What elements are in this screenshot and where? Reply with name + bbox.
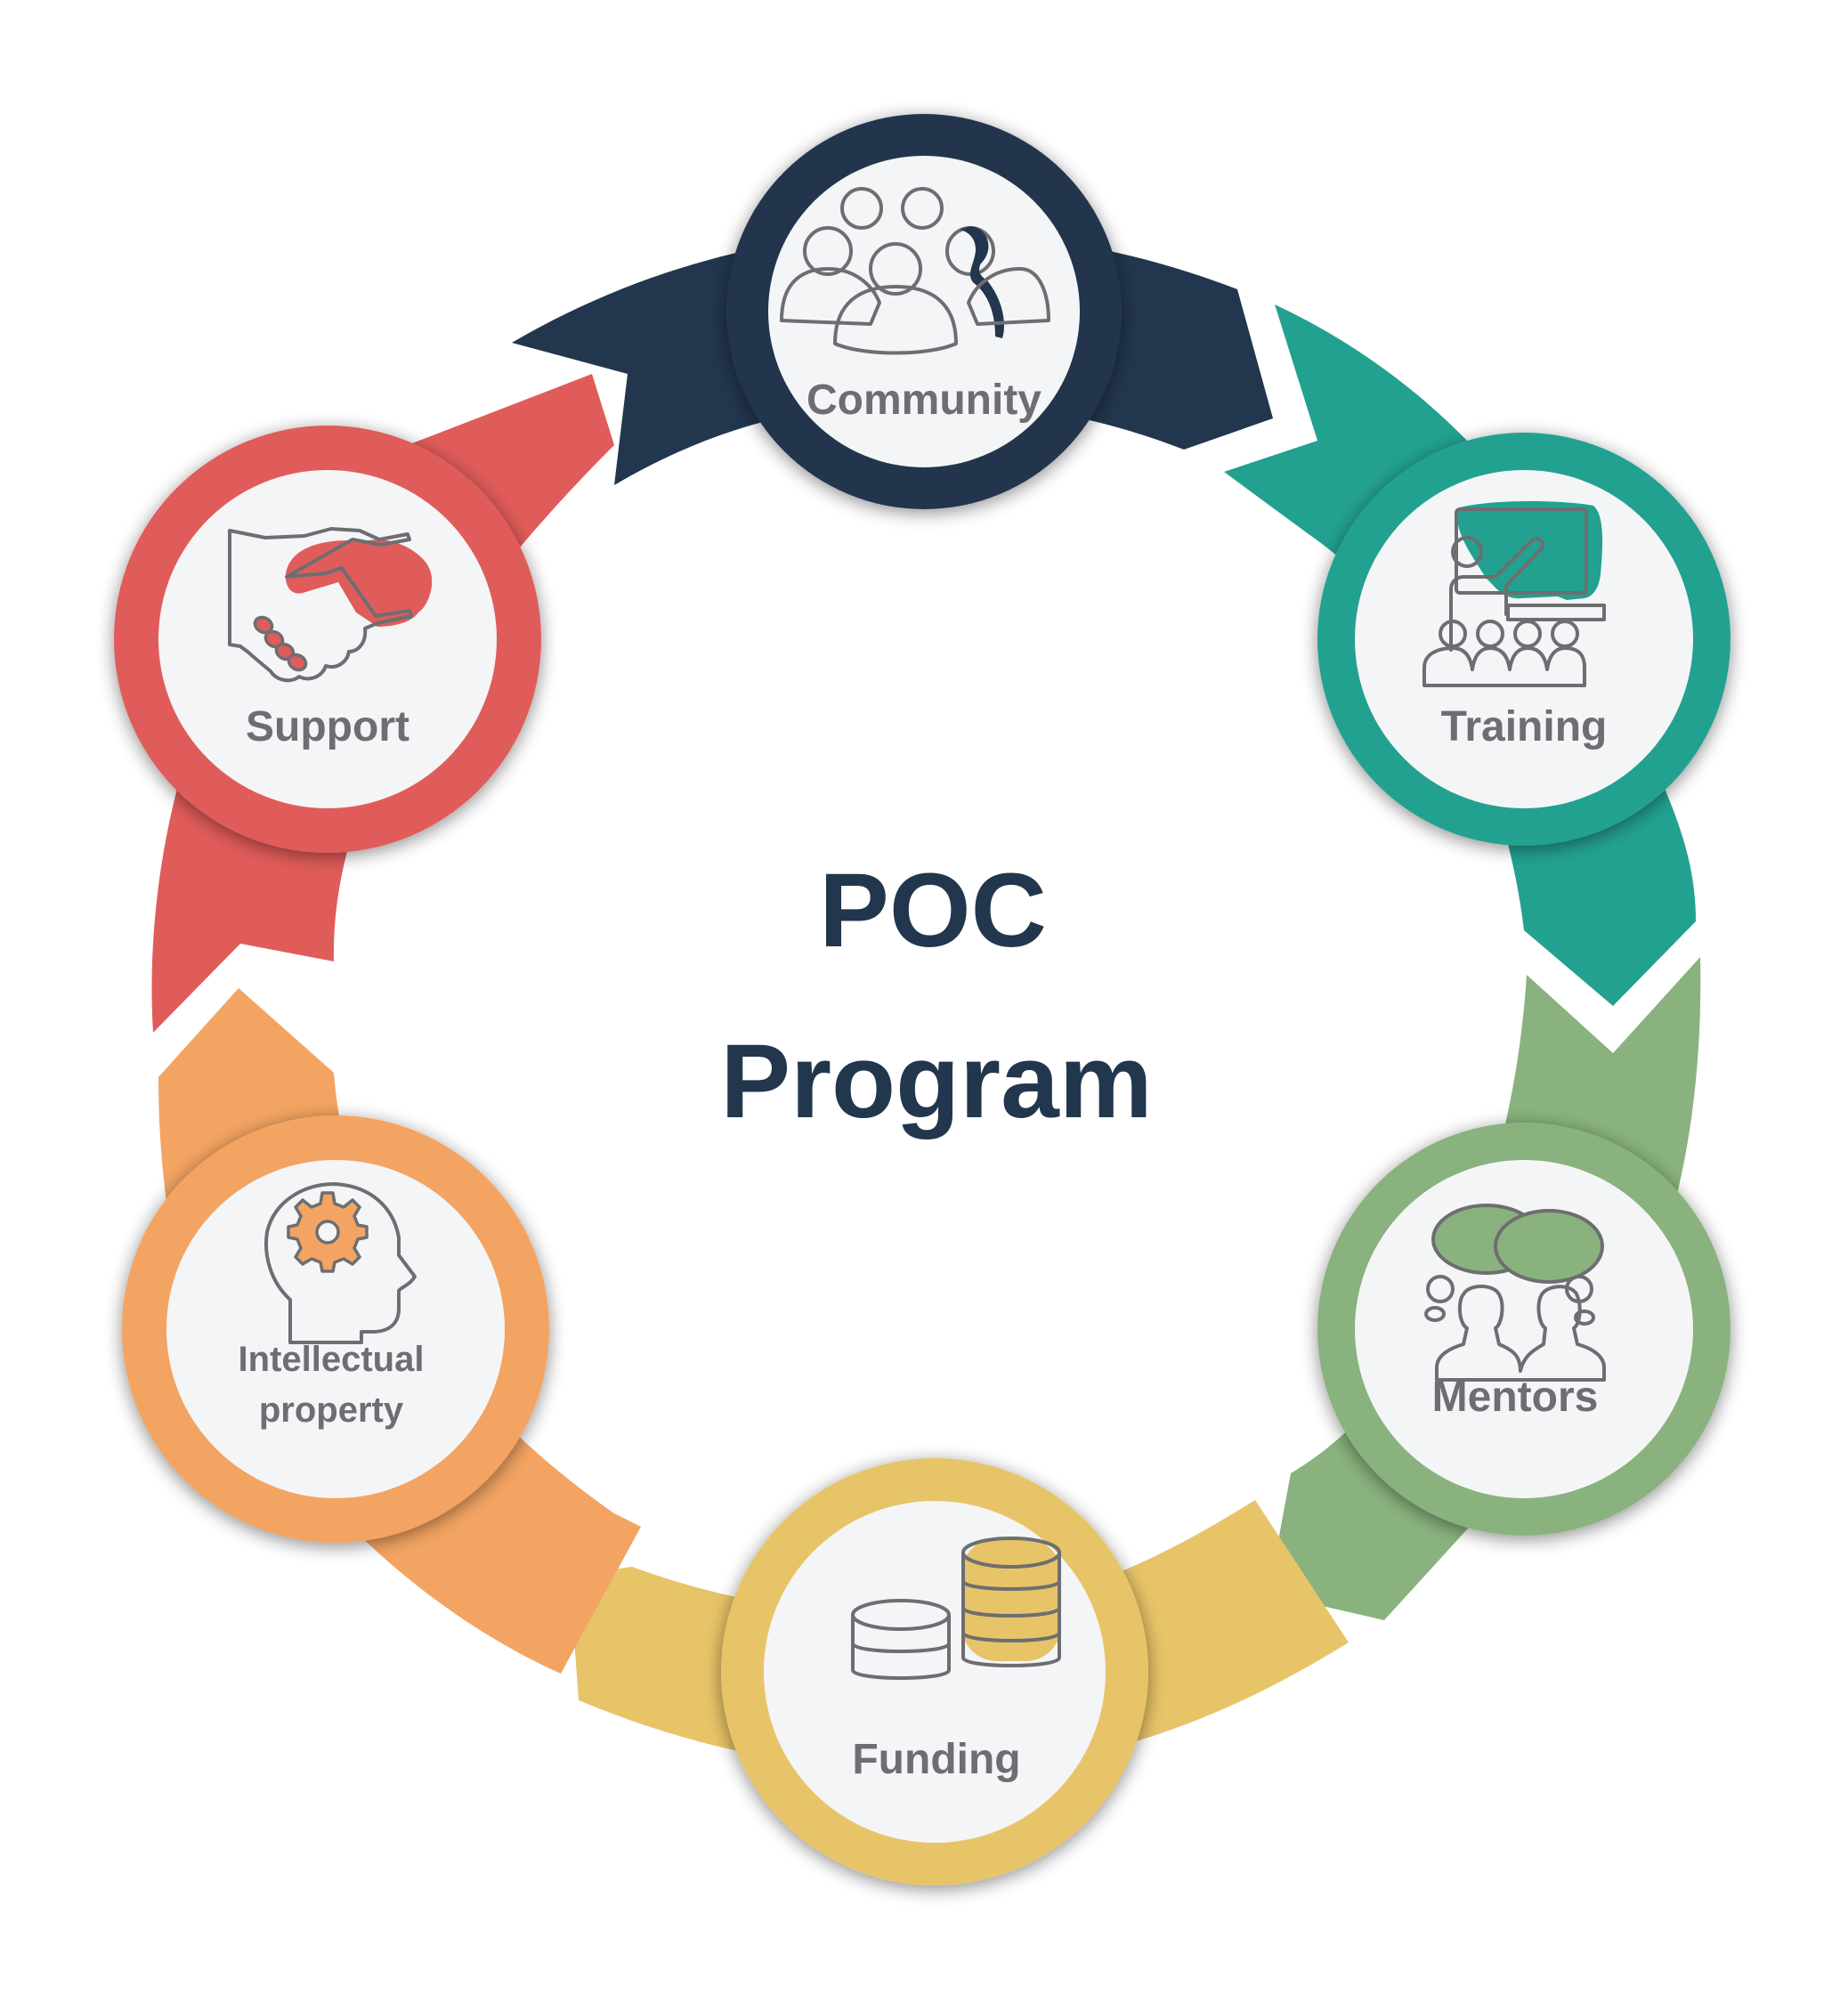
mentors-label: Mentors (1432, 1374, 1599, 1421)
title-line2: Program (720, 1023, 1152, 1140)
conversation-people-icon (1424, 1204, 1606, 1382)
coin-stacks-icon (851, 1537, 1061, 1680)
node-community[interactable] (726, 114, 1122, 509)
node-support[interactable] (114, 426, 541, 853)
community-label: Community (806, 377, 1042, 424)
people-group-icon (780, 187, 1050, 355)
node-intellectual-property[interactable] (122, 1115, 549, 1543)
presentation-teacher-icon (1422, 501, 1606, 687)
node-training[interactable] (1317, 433, 1730, 846)
ip-label-line2: property (259, 1391, 404, 1430)
ip-label-line1: Intellectual (239, 1340, 425, 1379)
title-line1: POC (819, 852, 1047, 969)
support-label: Support (246, 703, 409, 750)
head-gear-icon (264, 1182, 417, 1344)
funding-label: Funding (852, 1736, 1020, 1783)
training-label: Training (1441, 703, 1608, 750)
node-funding[interactable] (721, 1458, 1148, 1885)
node-mentors[interactable] (1317, 1123, 1730, 1536)
handshake-icon (228, 527, 433, 683)
